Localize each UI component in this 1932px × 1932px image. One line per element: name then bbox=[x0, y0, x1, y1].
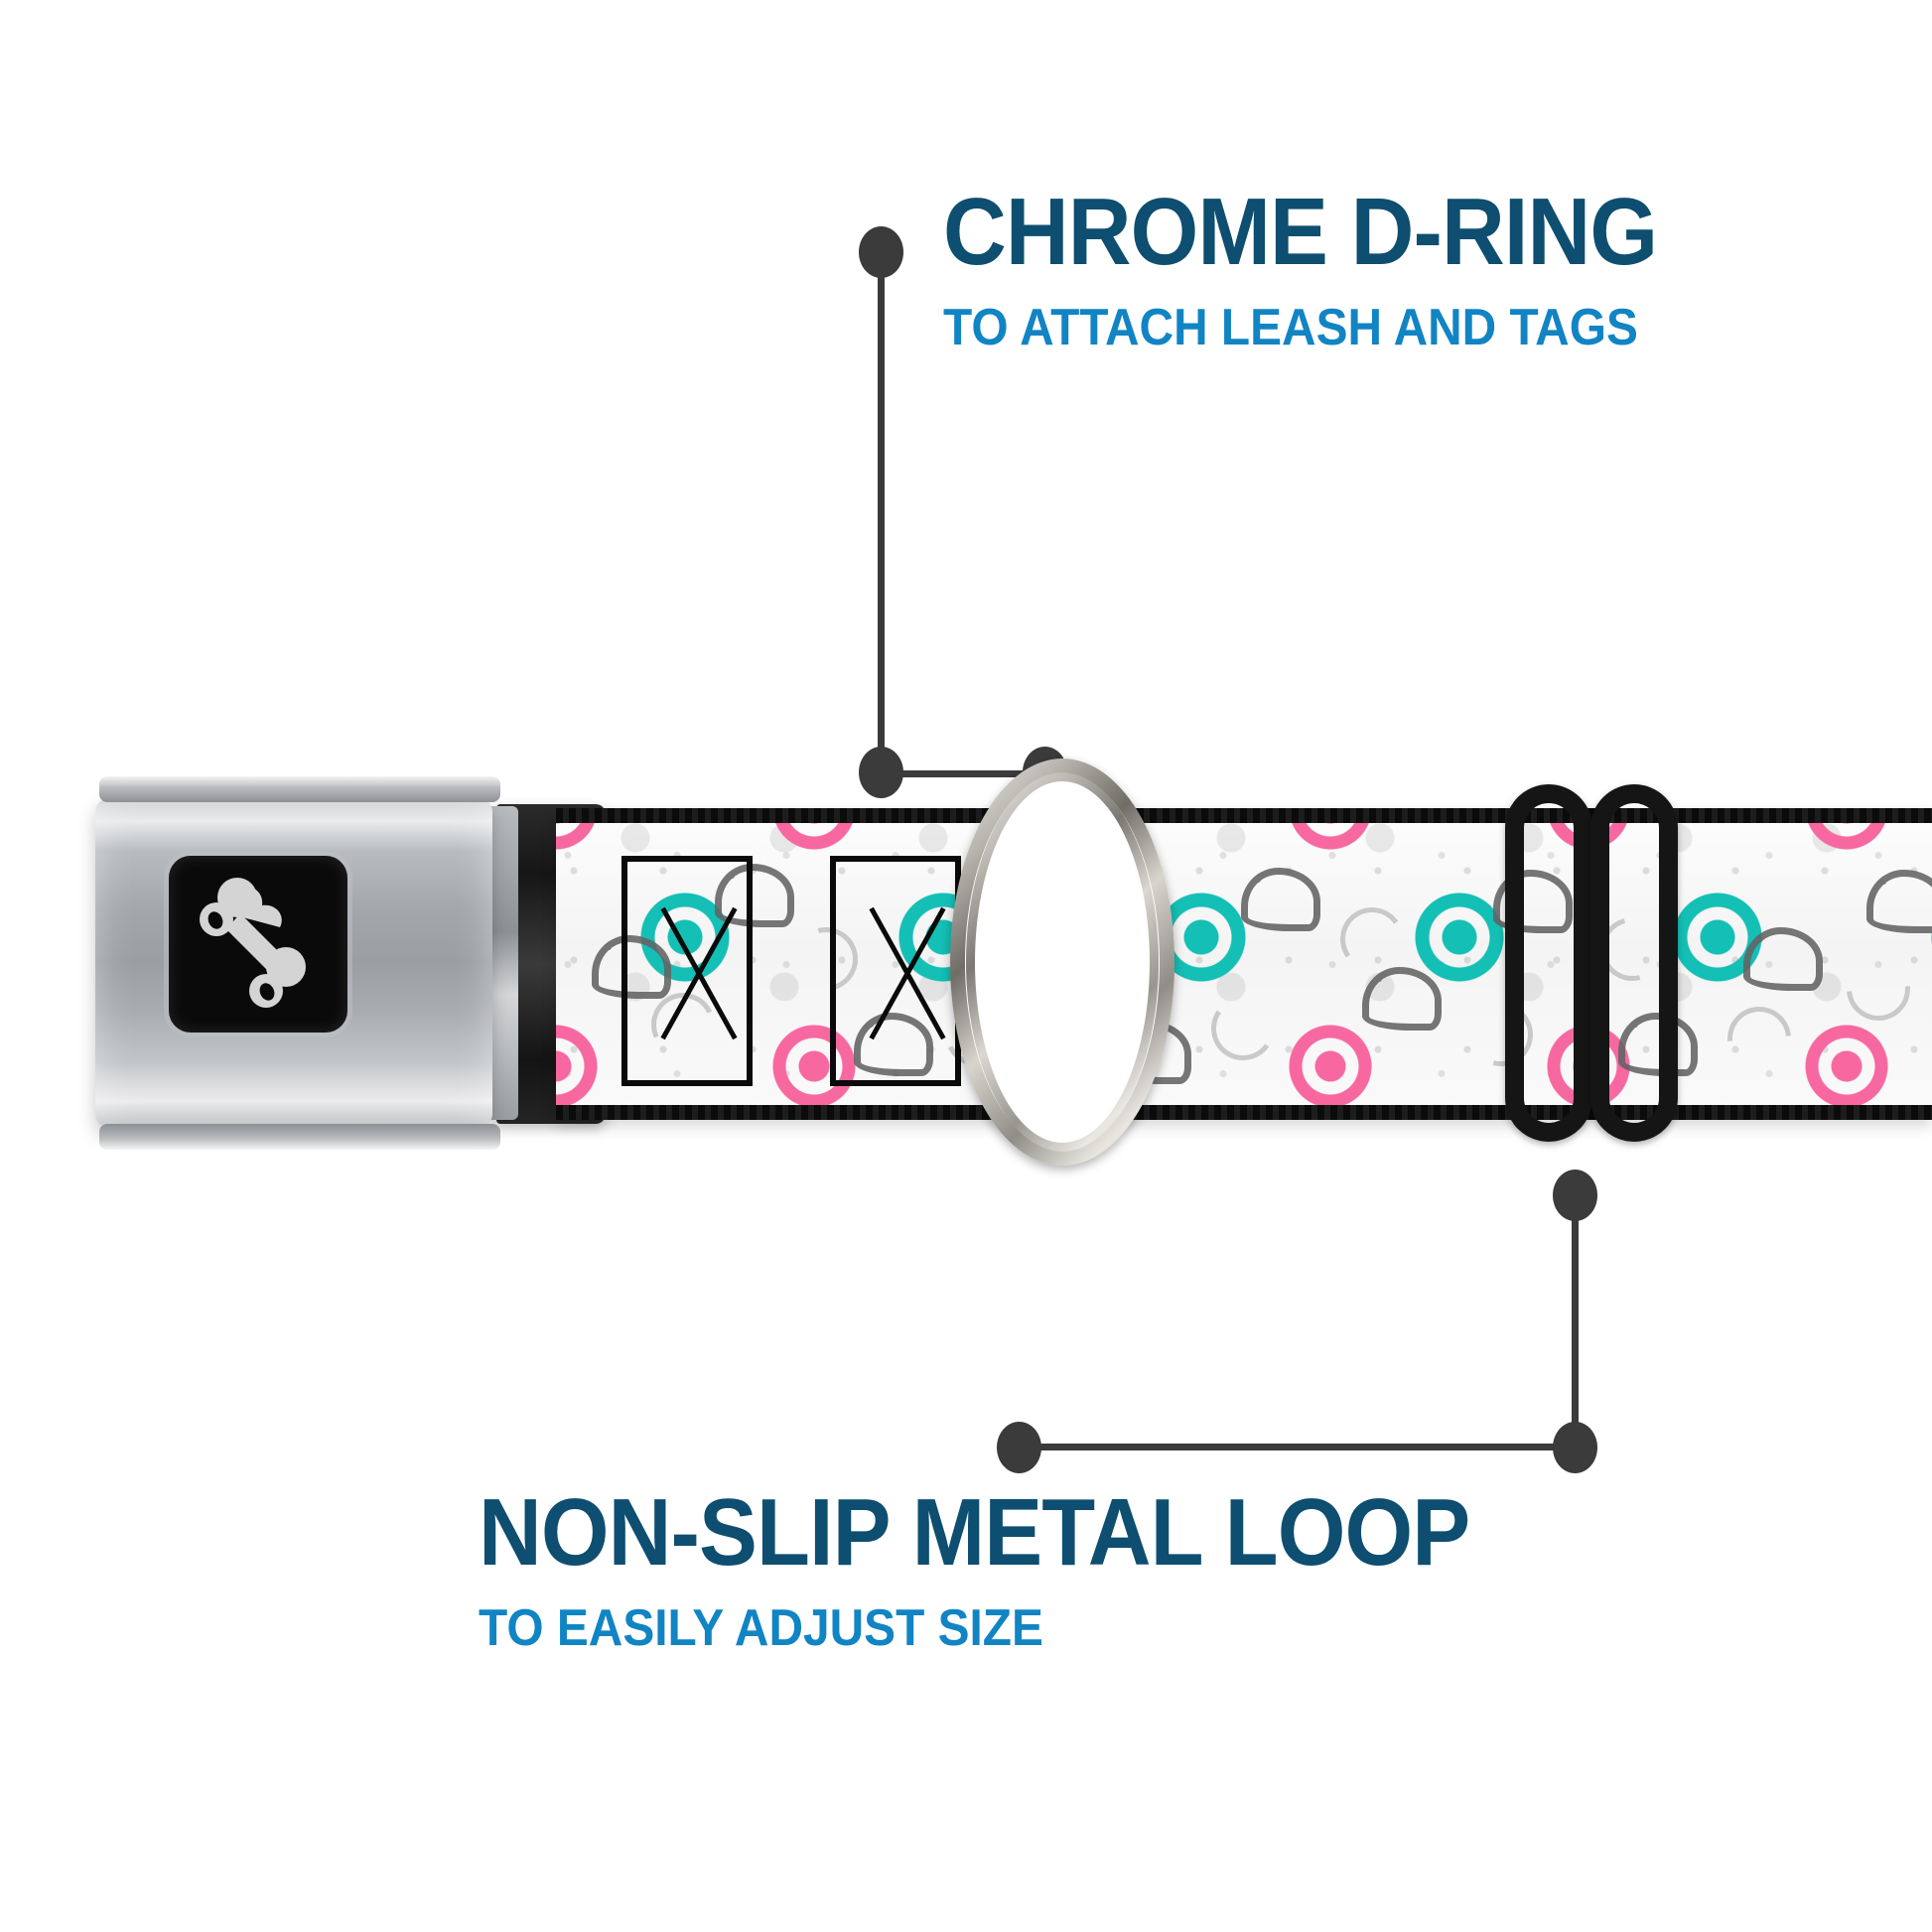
callout-dot-bottom-target bbox=[997, 1422, 1041, 1473]
bird-motif bbox=[1618, 1013, 1698, 1076]
buckle-lip-bottom bbox=[99, 1124, 500, 1150]
buckle-lip-top bbox=[99, 776, 500, 802]
callout-headline-metal-loop: NON-SLIP METAL LOOP bbox=[479, 1479, 1470, 1586]
non-slip-metal-loop[interactable] bbox=[1505, 784, 1696, 1142]
buckle-black-plate bbox=[169, 856, 347, 1033]
callout-dot-top-elbow bbox=[859, 747, 903, 798]
bird-motif bbox=[1743, 927, 1823, 991]
callout-leader-vertical-top bbox=[878, 250, 885, 774]
callout-subline-d-ring: TO ATTACH LEASH AND TAGS bbox=[943, 299, 1638, 356]
callout-subline-metal-loop: TO EASILY ADJUST SIZE bbox=[479, 1599, 1043, 1657]
swirl-motif bbox=[1205, 991, 1281, 1066]
chrome-d-ring[interactable] bbox=[950, 759, 1174, 1166]
callout-leader-vertical-bottom bbox=[1572, 1187, 1579, 1449]
box-stitch-block bbox=[621, 856, 753, 1086]
swirl-motif bbox=[1714, 993, 1805, 1084]
slider-bar-left bbox=[1505, 784, 1592, 1142]
swirl-motif bbox=[1833, 943, 1924, 1035]
callout-chrome-d-ring: CHROME D-RING TO ATTACH LEASH AND TAGS bbox=[943, 179, 1720, 356]
bird-motif bbox=[592, 935, 671, 999]
box-stitch-block bbox=[830, 856, 961, 1086]
slider-bar-right bbox=[1590, 784, 1678, 1142]
dog-bone-logo-icon bbox=[200, 878, 306, 1008]
bird-motif bbox=[1241, 868, 1320, 931]
callout-leader-horizontal-bottom bbox=[1019, 1444, 1579, 1450]
bird-motif bbox=[1362, 967, 1442, 1031]
callout-dot-bottom-elbow bbox=[1553, 1422, 1597, 1473]
dog-collar-product bbox=[0, 773, 1932, 1151]
printed-webbing-strap bbox=[556, 808, 1932, 1120]
bird-motif bbox=[1866, 870, 1932, 933]
callout-non-slip-metal-loop: NON-SLIP METAL LOOP TO EASILY ADJUST SIZ… bbox=[479, 1479, 1556, 1657]
bird-motif bbox=[854, 1013, 933, 1076]
seatbelt-buckle[interactable] bbox=[95, 776, 518, 1150]
callout-headline-d-ring: CHROME D-RING bbox=[943, 179, 1658, 285]
bird-motif bbox=[715, 864, 794, 927]
swirl-motif bbox=[1334, 901, 1410, 977]
d-ring-inner bbox=[966, 772, 1159, 1152]
callout-leader-horizontal-top bbox=[878, 770, 1046, 777]
